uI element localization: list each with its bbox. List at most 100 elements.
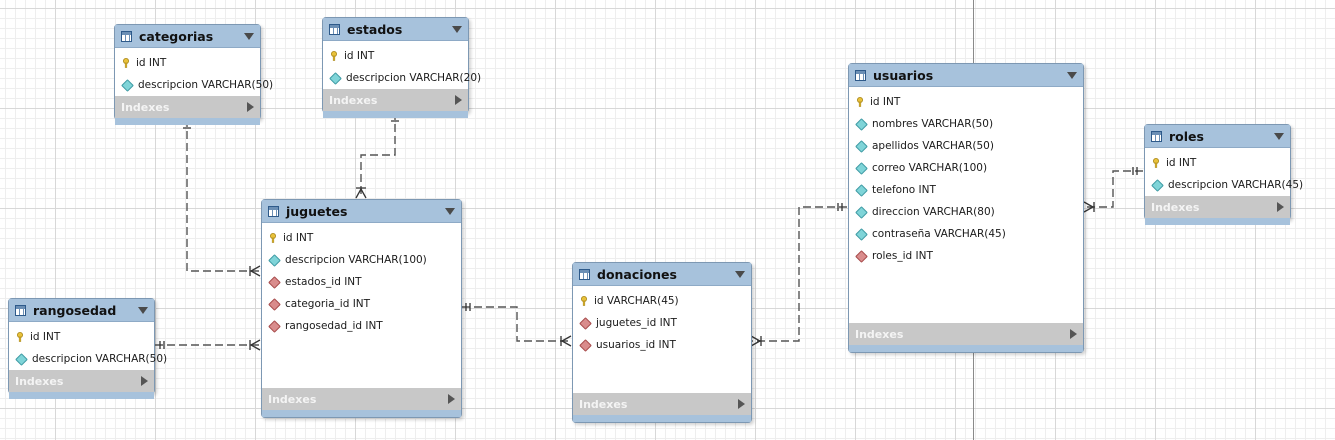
rel-usuarios-donaciones[interactable] (751, 206, 847, 342)
column-row[interactable]: usuarios_id INT (573, 334, 751, 356)
indexes-bar[interactable]: Indexes (9, 370, 154, 392)
column-row[interactable]: id INT (115, 52, 260, 74)
column-row[interactable]: descripcion VARCHAR(100) (262, 249, 461, 271)
column-row[interactable]: nombres VARCHAR(50) (849, 113, 1083, 135)
indexes-bar[interactable]: Indexes (115, 96, 260, 118)
table-header[interactable]: roles (1145, 125, 1290, 148)
many-marker-juguetes-estados (355, 187, 367, 199)
table-icon (855, 69, 866, 81)
column-row[interactable]: descripcion VARCHAR(50) (9, 348, 167, 370)
table-footer (849, 345, 1083, 352)
table-usuarios[interactable]: usuarios id INT nombres VARCHAR(50) apel… (848, 63, 1084, 353)
indexes-label: Indexes (268, 392, 317, 406)
indexes-bar[interactable]: Indexes (1145, 196, 1290, 218)
column-label: juguetes_id INT (596, 317, 677, 329)
table-header[interactable]: rangosedad (9, 299, 154, 322)
column-row[interactable]: contraseña VARCHAR(45) (849, 223, 1083, 245)
key-icon (1153, 158, 1159, 168)
column-row[interactable]: descripcion VARCHAR(50) (115, 74, 273, 96)
column-row[interactable]: rangosedad_id INT (262, 315, 461, 337)
column-diamond-icon (15, 352, 28, 366)
column-list: id INT descripcion VARCHAR(50) (9, 322, 167, 370)
column-row[interactable]: telefono INT (849, 179, 1083, 201)
collapse-triangle-icon[interactable] (138, 306, 148, 314)
table-roles[interactable]: roles id INT descripcion VARCHAR(45) Ind… (1144, 124, 1303, 225)
collapse-triangle-icon[interactable] (445, 207, 455, 215)
column-row[interactable]: id VARCHAR(45) (573, 290, 751, 312)
column-diamond-icon (855, 161, 868, 175)
column-row[interactable]: descripcion VARCHAR(45) (1145, 174, 1303, 196)
column-diamond-icon (855, 183, 868, 197)
table-rangosedad[interactable]: rangosedad id INT descripcion VARCHAR(50… (8, 298, 167, 399)
collapse-triangle-icon[interactable] (735, 270, 745, 278)
column-row[interactable]: id INT (9, 326, 154, 348)
column-list: id INT descripcion VARCHAR(50) (115, 48, 273, 96)
column-row[interactable]: categoria_id INT (262, 293, 461, 315)
collapse-triangle-icon[interactable] (1274, 132, 1284, 140)
indexes-bar[interactable]: Indexes (849, 323, 1083, 345)
column-list: id INT descripcion VARCHAR(20) (323, 41, 481, 89)
table-name: roles (1169, 128, 1204, 144)
column-diamond-icon (121, 78, 134, 92)
indexes-bar[interactable]: Indexes (573, 393, 751, 415)
column-label: descripcion VARCHAR(50) (138, 79, 274, 91)
table-name: rangosedad (33, 302, 117, 318)
column-label: direccion VARCHAR(80) (872, 206, 995, 218)
table-juguetes[interactable]: juguetes id INT descripcion VARCHAR(100)… (261, 199, 462, 418)
rel-juguetes-donaciones[interactable] (462, 306, 571, 342)
column-label: id VARCHAR(45) (594, 295, 679, 307)
expand-triangle-icon (738, 399, 745, 409)
collapse-triangle-icon[interactable] (452, 25, 462, 33)
column-row[interactable]: estados_id INT (262, 271, 461, 293)
indexes-bar[interactable]: Indexes (323, 89, 468, 111)
column-label: correo VARCHAR(100) (872, 162, 988, 174)
table-header[interactable]: estados (323, 18, 468, 41)
column-row[interactable]: apellidos VARCHAR(50) (849, 135, 1083, 157)
table-header[interactable]: categorias (115, 25, 260, 48)
foreign-key-diamond-icon (855, 249, 868, 263)
table-name: juguetes (286, 203, 348, 219)
table-header[interactable]: usuarios (849, 64, 1083, 87)
indexes-bar[interactable]: Indexes (262, 388, 461, 410)
key-icon (17, 332, 23, 342)
column-label: contraseña VARCHAR(45) (872, 228, 1006, 240)
column-row[interactable]: correo VARCHAR(100) (849, 157, 1083, 179)
column-label: id INT (344, 50, 375, 62)
column-label: id INT (30, 331, 61, 343)
column-diamond-icon (268, 253, 281, 267)
table-header[interactable]: donaciones (573, 263, 751, 286)
indexes-label: Indexes (15, 374, 64, 388)
column-label: descripcion VARCHAR(20) (346, 72, 482, 84)
column-row[interactable]: roles_id INT (849, 245, 1083, 267)
column-row[interactable]: direccion VARCHAR(80) (849, 201, 1083, 223)
key-icon (331, 51, 337, 61)
column-label: estados_id INT (285, 276, 362, 288)
collapse-triangle-icon[interactable] (244, 32, 254, 40)
column-row[interactable]: id INT (262, 227, 461, 249)
table-categorias[interactable]: categorias id INT descripcion VARCHAR(50… (114, 24, 273, 125)
rel-roles-usuarios[interactable] (1084, 170, 1143, 208)
column-list: id INT descripcion VARCHAR(100) estados_… (262, 223, 461, 388)
column-row[interactable]: descripcion VARCHAR(20) (323, 67, 481, 89)
table-estados[interactable]: estados id INT descripcion VARCHAR(20) I… (322, 17, 481, 118)
rel-categorias-juguetes[interactable] (186, 119, 260, 272)
table-name: usuarios (873, 67, 934, 83)
foreign-key-diamond-icon (579, 338, 592, 352)
column-row[interactable]: id INT (323, 45, 468, 67)
rel-estados-juguetes[interactable] (360, 112, 396, 198)
table-name: estados (347, 21, 403, 37)
indexes-label: Indexes (855, 327, 904, 341)
column-row[interactable]: juguetes_id INT (573, 312, 751, 334)
table-header[interactable]: juguetes (262, 200, 461, 223)
column-row[interactable]: id INT (849, 91, 1083, 113)
table-name: donaciones (597, 266, 677, 282)
column-diamond-icon (329, 71, 342, 85)
collapse-triangle-icon[interactable] (1067, 71, 1077, 79)
column-label: usuarios_id INT (596, 339, 676, 351)
column-label: categoria_id INT (285, 298, 371, 310)
column-list: id INT descripcion VARCHAR(45) (1145, 148, 1303, 196)
column-label: descripcion VARCHAR(100) (285, 254, 427, 266)
table-donaciones[interactable]: donaciones id VARCHAR(45) juguetes_id IN… (572, 262, 752, 423)
column-row[interactable]: id INT (1145, 152, 1290, 174)
